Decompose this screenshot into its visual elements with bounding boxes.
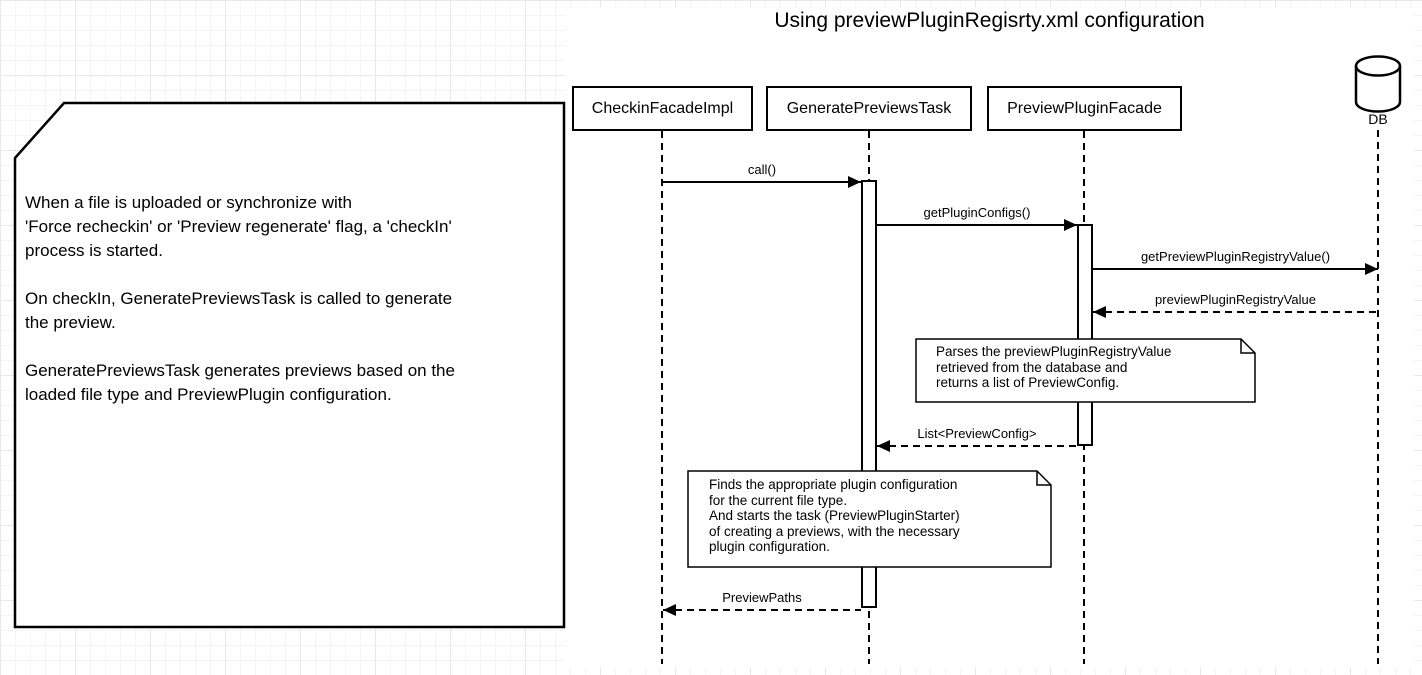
lifeline-header-label: CheckinFacadeImpl <box>591 99 734 117</box>
message-label: getPluginConfigs() <box>923 205 1031 220</box>
message-line <box>877 440 1077 452</box>
database-cylinder-icon <box>1354 55 1402 113</box>
description-note: When a file is uploaded or synchronize w… <box>13 101 566 629</box>
message-line <box>877 219 1077 231</box>
lifeline-db <box>1377 130 1379 664</box>
lifeline-header-db <box>1352 55 1404 120</box>
note-text: Finds the appropriate plugin configurati… <box>709 477 960 555</box>
arrowhead-icon <box>1093 306 1106 318</box>
arrowhead-icon <box>1064 219 1077 231</box>
message-get-preview-plugin-registry-value: getPreviewPluginRegistryValue() <box>1093 248 1378 275</box>
lifeline-checkinfacadeimpl <box>661 131 663 664</box>
message-line <box>1093 263 1378 275</box>
arrowhead-icon <box>848 176 861 188</box>
db-label: DB <box>1368 111 1388 127</box>
arrowhead-icon <box>877 440 890 452</box>
lifeline-header-label: PreviewPluginFacade <box>1007 99 1162 117</box>
message-call: call() <box>663 161 861 188</box>
message-label: previewPluginRegistryValue <box>1155 292 1316 307</box>
message-get-plugin-configs: getPluginConfigs() <box>877 204 1077 231</box>
description-note-text: When a file is uploaded or synchronize w… <box>25 193 455 404</box>
message-label: call() <box>747 162 777 177</box>
message-label: List<PreviewConfig> <box>917 426 1037 441</box>
note-shape <box>915 338 1256 403</box>
arrowhead-icon <box>663 604 676 616</box>
message-list-preview-config-return: List<PreviewConfig> <box>877 425 1077 452</box>
message-preview-plugin-registry-value-return: previewPluginRegistryValue <box>1093 291 1378 318</box>
note-shape <box>687 470 1052 568</box>
message-line <box>1093 306 1378 318</box>
diagram-title: Using previewPluginRegisrty.xml configur… <box>774 9 1205 32</box>
arrowhead-icon <box>1365 263 1378 275</box>
activation-bar-previewpluginfacade <box>1077 224 1093 446</box>
note-text: Parses the previewPluginRegistryValue re… <box>936 344 1172 391</box>
message-line <box>663 176 861 188</box>
message-label: getPreviewPluginRegistryValue() <box>1140 249 1331 264</box>
message-line <box>663 604 861 616</box>
lifeline-header-generatepreviewstask: GeneratePreviewsTask <box>766 86 972 131</box>
note-finds-plugin-config: Finds the appropriate plugin configurati… <box>687 470 1052 568</box>
message-preview-paths-return: PreviewPaths <box>663 589 861 616</box>
lifeline-header-label: GeneratePreviewsTask <box>786 99 952 117</box>
note-parses-registry-value: Parses the previewPluginRegistryValue re… <box>915 338 1256 403</box>
description-note-shape <box>13 101 566 629</box>
lifeline-header-checkinfacadeimpl: CheckinFacadeImpl <box>572 86 753 131</box>
lifeline-header-previewpluginfacade: PreviewPluginFacade <box>987 86 1182 131</box>
message-label: PreviewPaths <box>722 590 802 605</box>
